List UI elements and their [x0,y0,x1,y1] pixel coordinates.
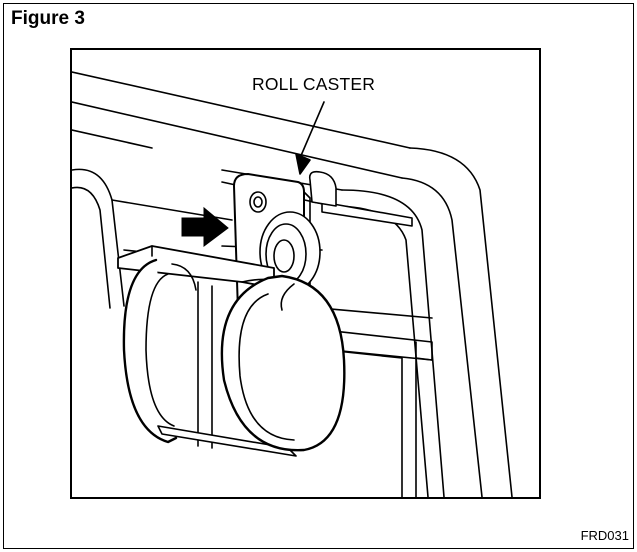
callout-leader [295,101,325,175]
housing-top-edges [72,71,513,497]
arrow-right-icon [181,206,229,247]
roll-caster-drawing [72,71,513,497]
drawing-code: FRD031 [580,528,629,543]
roll-caster-illustration [70,48,541,499]
figure-title: Figure 3 [11,8,85,29]
rail-hook [308,170,337,207]
caster-fork-side [157,281,297,457]
roll-caster-label: ROLL CASTER [252,74,376,94]
caster-wheel-back [122,258,197,444]
caster-wheel-front [220,274,346,452]
